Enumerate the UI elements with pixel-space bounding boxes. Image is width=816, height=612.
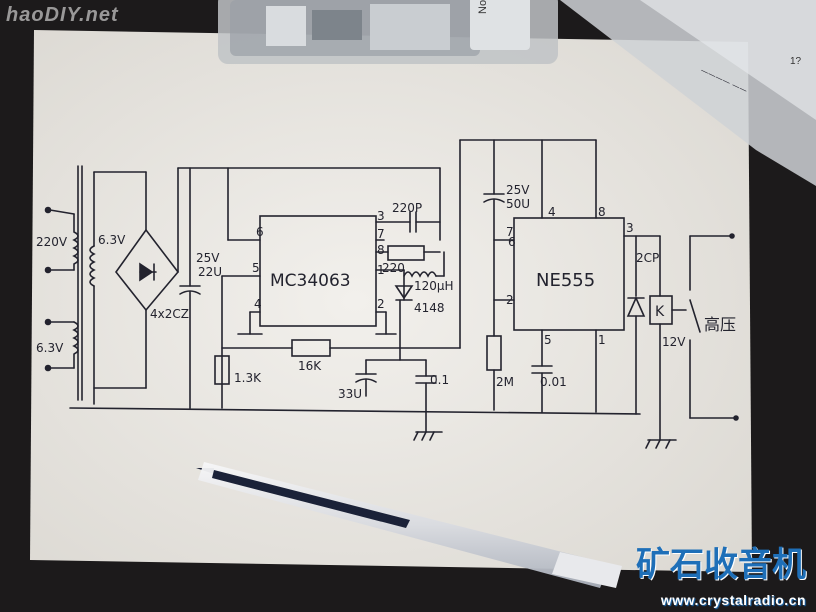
label-bridge: 4x2CZ — [150, 307, 189, 321]
case-label: No.8 — [477, 0, 489, 14]
label-ic2-pin3: 3 — [626, 221, 634, 235]
label-cap2-50u: 50U — [506, 197, 530, 211]
label-6-3v-b: 6.3V — [36, 341, 64, 355]
label-diode-2cp: 2CP — [636, 251, 659, 265]
schematic-labels: 220V 6.3V 6.3V 4x2CZ 25V 22U MC34063 6 5… — [36, 183, 736, 401]
site-watermark: haoDIY.net — [6, 4, 119, 26]
label-cap-0-01: 0.01 — [540, 375, 567, 389]
label-ic2-pin8: 8 — [598, 205, 606, 219]
label-ic2-pin5: 5 — [544, 333, 552, 347]
label-cap-25v: 25V — [196, 251, 220, 265]
label-6-3v-a: 6.3V — [98, 233, 126, 247]
ruler: ———— —— 1? — [560, 0, 816, 186]
label-ic1-pin3: 3 — [377, 209, 385, 223]
label-cap-22u: 22U — [198, 265, 222, 279]
plastic-case: No.8 — [218, 0, 558, 64]
label-cap-220p: 220P — [392, 201, 422, 215]
label-res-16k: 16K — [298, 359, 322, 373]
label-cap-0-1: 0.1 — [430, 373, 449, 387]
brand-watermark: 矿石收音机 — [636, 546, 806, 584]
label-ic1-pin7: 7 — [377, 227, 385, 241]
label-res-1-3k: 1.3K — [234, 371, 262, 385]
label-ic2-pin1: 1 — [598, 333, 606, 347]
label-ic1-pin2: 2 — [377, 297, 385, 311]
url-watermark: www.crystalradio.cn — [660, 592, 806, 608]
circuit-schematic — [44, 139, 739, 449]
label-cap-33u: 33U — [338, 387, 362, 401]
label-ic2-pin2: 2 — [506, 293, 514, 307]
label-mc34063: MC34063 — [270, 271, 351, 291]
label-220v: 220V — [36, 235, 68, 249]
label-ic1-pin5: 5 — [252, 261, 260, 275]
label-diode: 4148 — [414, 301, 445, 315]
label-ic2-pin6: 6 — [508, 235, 516, 249]
label-ic1-pin4: 4 — [254, 297, 262, 311]
label-relay-k: K — [655, 304, 665, 320]
label-ic1-pin8: 8 — [377, 243, 385, 257]
ruler-text: 1? — [790, 56, 802, 67]
bridge-rectifier — [93, 167, 180, 389]
label-ic2-pin7: 7 — [506, 225, 514, 239]
label-res-2m: 2M — [496, 375, 514, 389]
label-ic1-pin6: 6 — [256, 225, 264, 239]
label-relay-12v: 12V — [662, 335, 686, 349]
label-ic1-pin1: 1 — [377, 263, 385, 277]
label-res-220: 220 — [382, 261, 405, 275]
label-inductor: 120μH — [414, 279, 454, 293]
label-contact: 高压 — [704, 315, 736, 334]
label-ic2-pin4: 4 — [548, 205, 556, 219]
pen — [196, 462, 622, 588]
transformer — [44, 165, 96, 405]
paper-sheet — [30, 30, 752, 572]
label-cap2-25v: 25V — [506, 183, 530, 197]
label-ne555: NE555 — [536, 270, 595, 291]
